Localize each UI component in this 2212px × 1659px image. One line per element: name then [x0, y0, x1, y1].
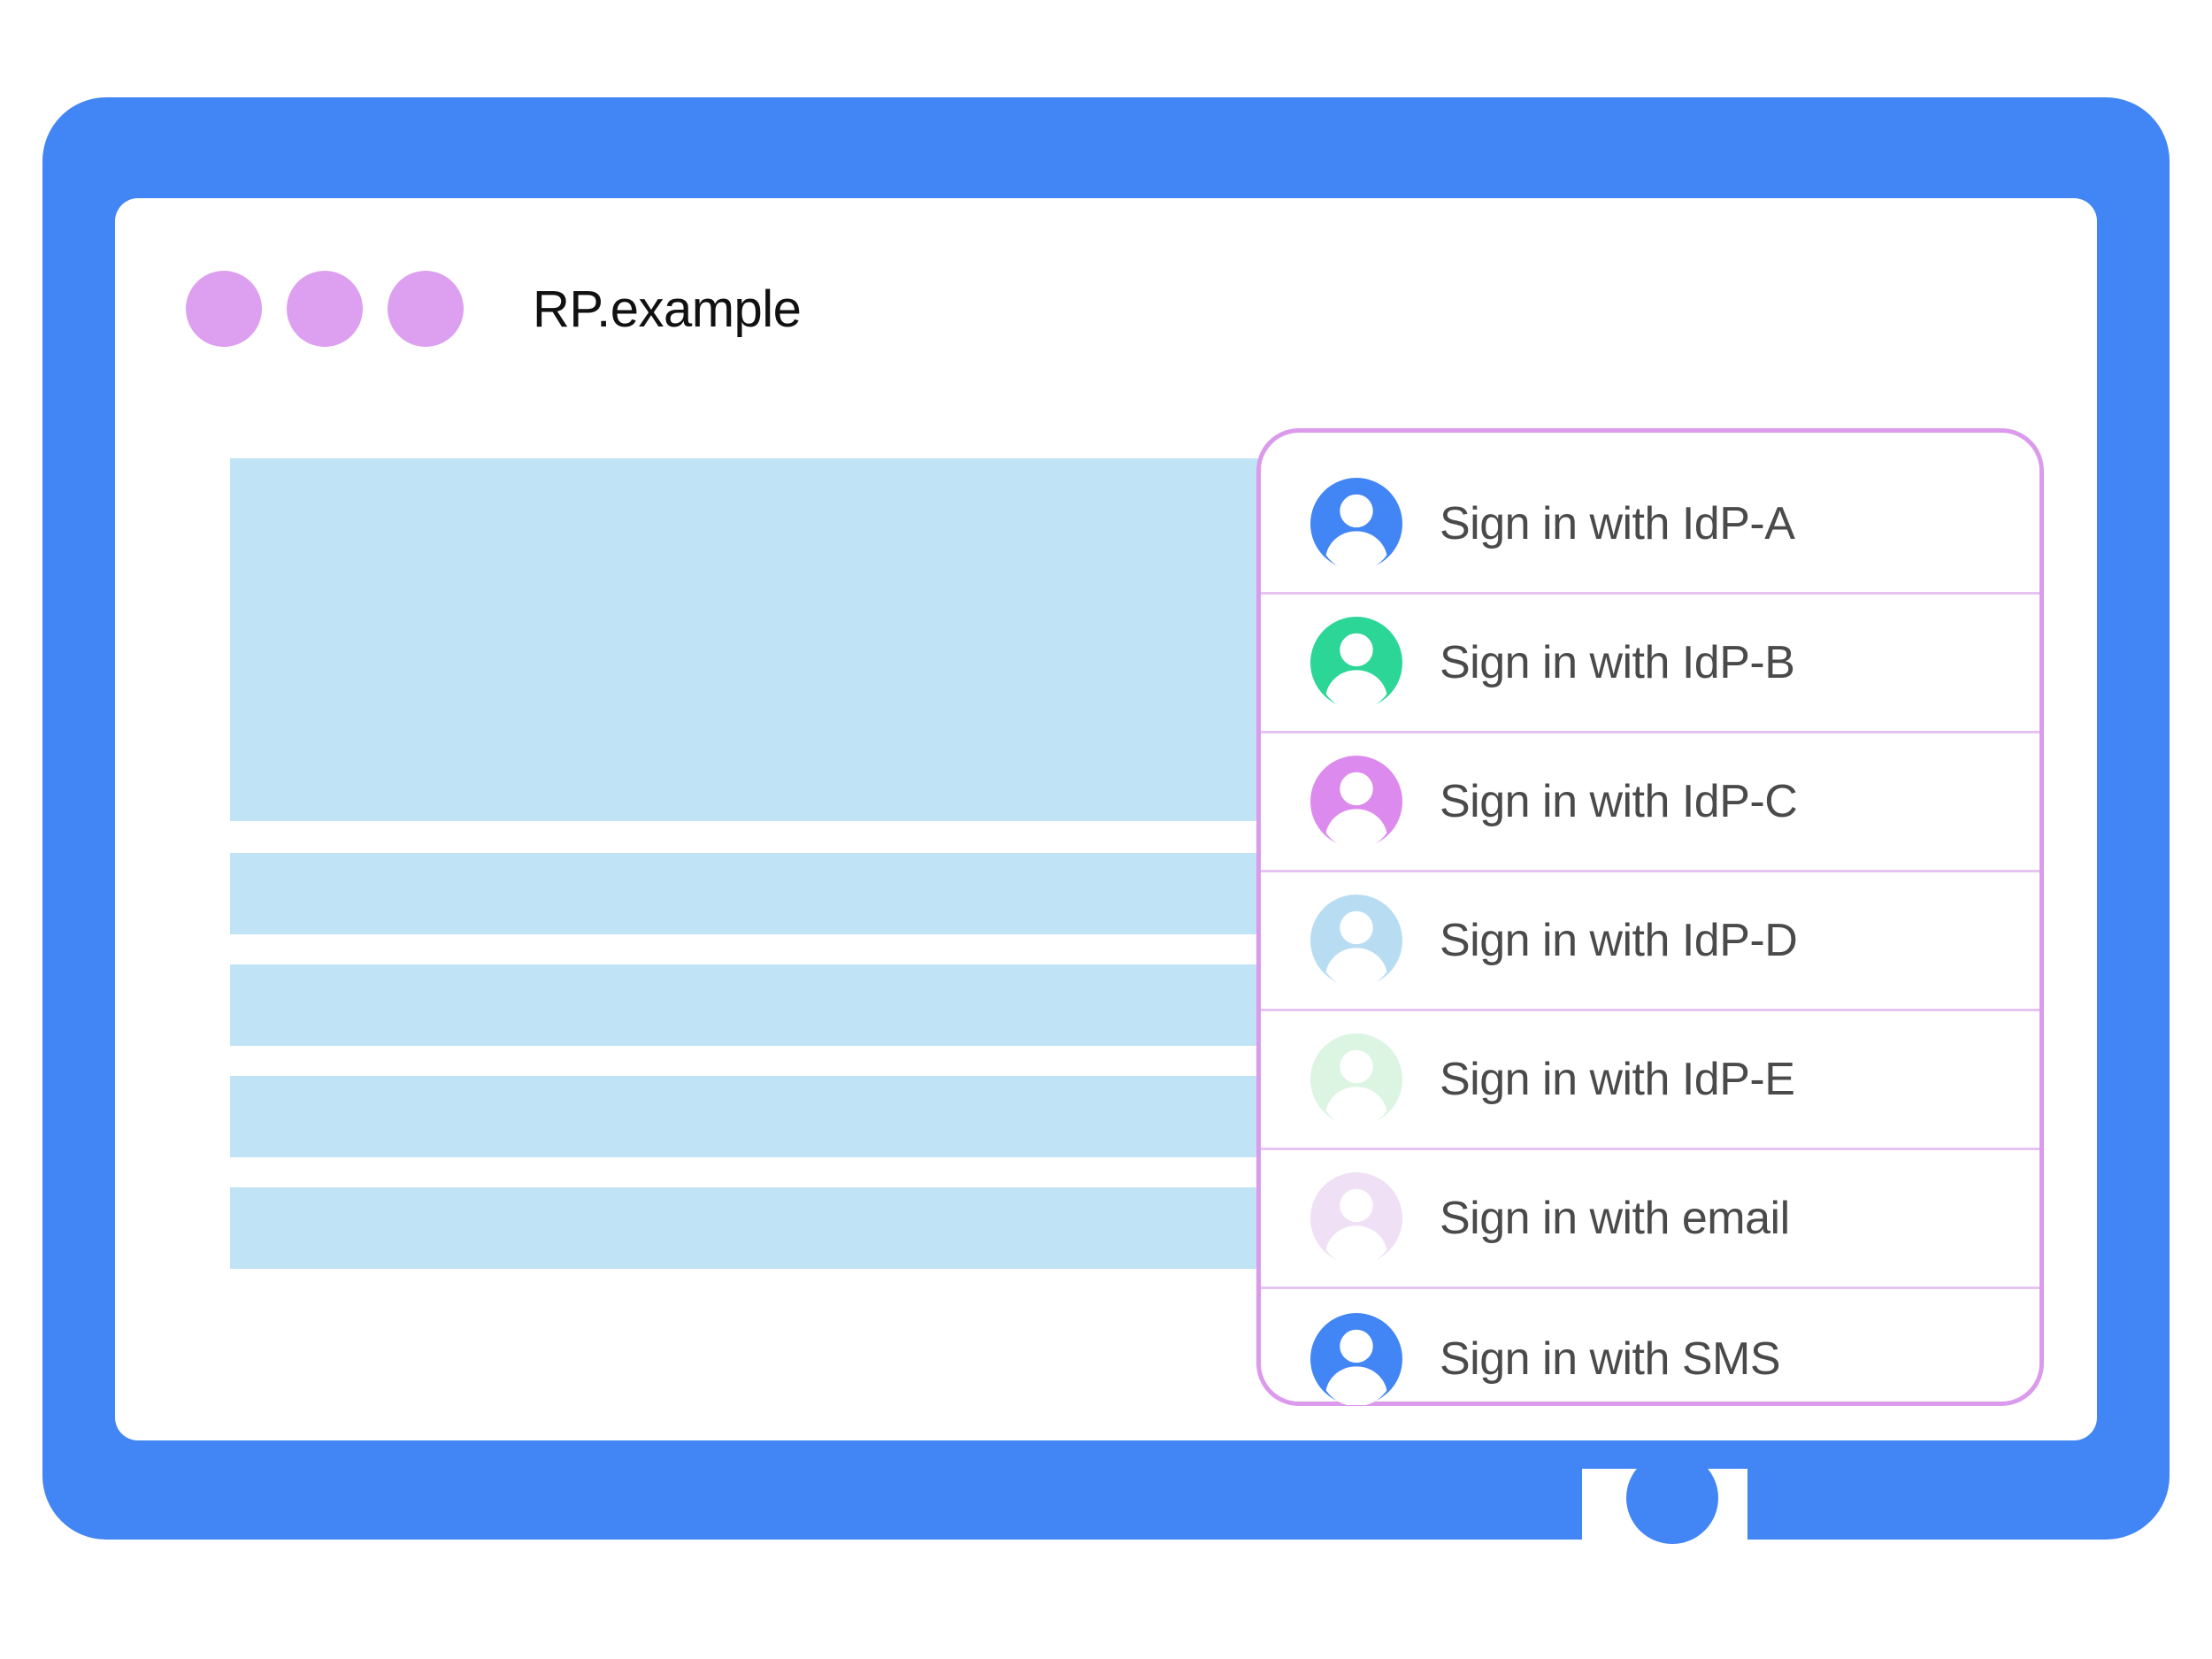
account-label: Sign in with IdP-D — [1440, 915, 1798, 966]
home-button[interactable] — [1626, 1452, 1718, 1544]
account-label: Sign in with email — [1440, 1193, 1790, 1244]
account-label: Sign in with IdP-A — [1440, 498, 1795, 549]
account-label: Sign in with IdP-C — [1440, 776, 1798, 827]
hero-block — [230, 458, 1301, 821]
text-line-4 — [230, 1187, 1301, 1269]
text-line-3 — [230, 1076, 1301, 1157]
account-label: Sign in with IdP-E — [1440, 1054, 1795, 1105]
window-dot-3-icon[interactable] — [388, 271, 464, 347]
device-frame-bottom-left-bar — [42, 1456, 1582, 1540]
account-row[interactable]: Sign in with IdP-B — [1261, 595, 2039, 733]
account-label: Sign in with SMS — [1440, 1333, 1781, 1385]
account-list: Sign in with IdP-A Sign in with IdP-B Sign… — [1261, 456, 2039, 1428]
account-label: Sign in with IdP-B — [1440, 637, 1795, 688]
window-titlebar: RP.example — [186, 271, 802, 347]
person-avatar-icon — [1310, 1033, 1402, 1125]
window-dot-1-icon[interactable] — [186, 271, 262, 347]
account-row[interactable]: Sign in with IdP-C — [1261, 733, 2039, 872]
account-row[interactable]: Sign in with SMS — [1261, 1289, 2039, 1428]
person-avatar-icon — [1310, 895, 1402, 987]
account-row[interactable]: Sign in with email — [1261, 1150, 2039, 1289]
person-avatar-icon — [1310, 1172, 1402, 1264]
account-chooser-dialog: Sign in with IdP-A Sign in with IdP-B Sign… — [1256, 428, 2044, 1406]
page-title: RP.example — [533, 280, 802, 338]
text-line-1 — [230, 853, 1301, 934]
person-avatar-icon — [1310, 478, 1402, 570]
person-avatar-icon — [1310, 617, 1402, 709]
account-row[interactable]: Sign in with IdP-A — [1261, 456, 2039, 595]
text-line-2 — [230, 964, 1301, 1046]
account-row[interactable]: Sign in with IdP-E — [1261, 1011, 2039, 1150]
person-avatar-icon — [1310, 1312, 1402, 1405]
device-frame-bottom-right-bar — [1747, 1456, 2170, 1540]
window-dot-2-icon[interactable] — [287, 271, 363, 347]
account-row[interactable]: Sign in with IdP-D — [1261, 872, 2039, 1011]
person-avatar-icon — [1310, 756, 1402, 848]
